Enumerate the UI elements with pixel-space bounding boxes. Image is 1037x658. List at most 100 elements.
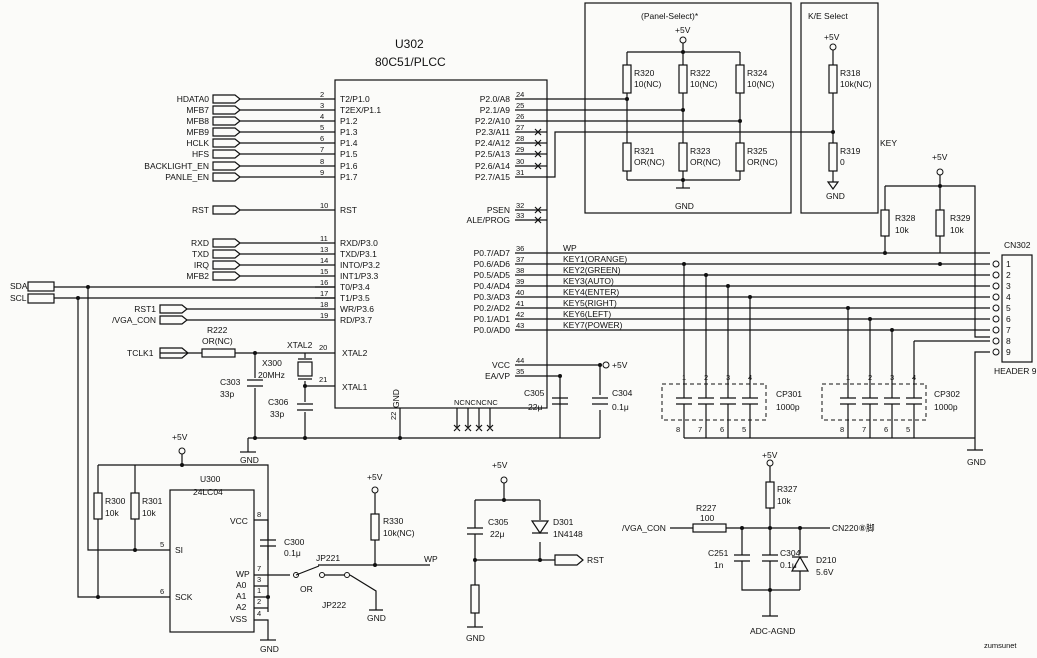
cn302-pin: [992, 315, 1000, 323]
u302-right-pin-number: 42: [516, 310, 524, 319]
signal-tag: [212, 105, 241, 115]
u302-right-pin-number: 31: [516, 168, 524, 177]
pin20: 20: [319, 343, 327, 352]
c305a-ref: C305: [524, 388, 545, 398]
signal-tag-label: IRQ: [194, 260, 210, 270]
cn302-pin-number: 4: [1006, 292, 1011, 302]
u302-pin-name: T2EX/P1.1: [340, 105, 381, 115]
cn302-type: HEADER 9: [994, 366, 1037, 376]
key-net-label: KEY4(ENTER): [563, 287, 619, 297]
panel-select-title: (Panel-Select)*: [641, 11, 699, 21]
u302-part: 80C51/PLCC: [375, 55, 446, 69]
signal-tag: [212, 205, 241, 215]
r322-val: 10(NC): [690, 79, 718, 89]
u302-pin-name: P1.4: [340, 138, 358, 148]
u302-pin-name: RXD/P3.0: [340, 238, 378, 248]
u302-right-pin-number: 41: [516, 299, 524, 308]
cp301-pin-top: 4: [748, 373, 752, 382]
u302-right-pin-name: P2.5/A13: [475, 149, 510, 159]
signal-tag-label: MFB2: [186, 271, 209, 281]
eeprom-u300: U300 24LC04 SI SCK VCC WP A0 A1 A2 VSS 5…: [93, 432, 305, 654]
pin21: 21: [319, 375, 327, 384]
signal-tag: [159, 304, 188, 314]
u302-pin-number: 14: [320, 256, 328, 265]
u302-right-pin-name: P0.0/AD0: [474, 325, 511, 335]
c304b-val: 0.1μ: [780, 560, 797, 570]
u300-vcc: VCC: [230, 516, 248, 526]
cp301-val: 1000p: [776, 402, 800, 412]
c304b-ref: C304: [780, 548, 801, 558]
ke-select-block: K/E Select +5V GND R318 10k(NC) R319 0: [800, 2, 879, 214]
cp302-pin-bottom: 5: [906, 425, 910, 434]
signal-tag-label: HFS: [192, 149, 209, 159]
u302-right-pin-name: P2.4/A12: [475, 138, 510, 148]
cp302-val: 1000p: [934, 402, 958, 412]
c300-val: 0.1μ: [284, 548, 301, 558]
u302-right-pin-number: 29: [516, 145, 524, 154]
r323-ref: R323: [690, 146, 711, 156]
nc-cross: [534, 206, 542, 214]
r222: [201, 348, 236, 358]
u302-pin-name: P1.7: [340, 172, 358, 182]
r324-ref: R324: [747, 68, 768, 78]
cp302-pin-bottom: 6: [884, 425, 888, 434]
key-net-label: KEY1(ORANGE): [563, 254, 627, 264]
u302-pin-name: INT1/P3.3: [340, 271, 379, 281]
u302-nc-pins: NC NC NC NC: [453, 398, 498, 432]
c251-ref: C251: [708, 548, 729, 558]
nc-label-4: NC: [487, 398, 498, 407]
signal-tag: [212, 172, 241, 182]
signal-tag: [159, 315, 188, 325]
r318-val: 10k(NC): [840, 79, 872, 89]
x300-val: 20MHz: [258, 370, 285, 380]
vga-con-label: /VGA_CON: [622, 523, 666, 533]
u302-pin-number: 19: [320, 311, 328, 320]
u302-right-pin-name: P2.0/A8: [480, 94, 511, 104]
r318-ref: R318: [840, 68, 861, 78]
cn302-pin: [992, 337, 1000, 345]
nc-cross: [534, 216, 542, 224]
u302-pin-number: 5: [320, 123, 324, 132]
u302-pin-name: T1/P3.5: [340, 293, 370, 303]
u302-pin-number: 7: [320, 145, 324, 154]
cn302-pin-number: 8: [1006, 336, 1011, 346]
u300-part: 24LC04: [193, 487, 223, 497]
c306-val: 33p: [270, 409, 284, 419]
u300-a2: A2: [236, 602, 247, 612]
key-net-label: KEY7(POWER): [563, 320, 623, 330]
u302-right-pin-number: 27: [516, 123, 524, 132]
vga-con-circuit: /VGA_CON R227 100 +5V R327 10k CN220⑧脚 C…: [622, 450, 875, 636]
panel-select-frame: [584, 2, 792, 214]
signal-tag: [212, 238, 241, 248]
u302-right-pin-name: P0.2/AD2: [474, 303, 511, 313]
u300-pin2: 2: [257, 597, 261, 606]
r301-ref: R301: [142, 496, 163, 506]
cp302-pin-top: 1: [846, 373, 850, 382]
u302-pin-number: 9: [320, 168, 324, 177]
nc-label-2: NC: [465, 398, 476, 407]
jp-gnd: GND: [367, 613, 386, 623]
u300-vss: VSS: [230, 614, 247, 624]
wp-net-label: WP: [424, 554, 438, 564]
u302-right-pin-name: P0.1/AD1: [474, 314, 511, 324]
u302-pin-name: RD/P3.7: [340, 315, 372, 325]
u302-right-pin-name: P2.2/A10: [475, 116, 510, 126]
u302-right-pin-name: ALE/PROG: [467, 215, 510, 225]
or-label: OR: [300, 584, 313, 594]
chip-u302: U302 80C51/PLCC GND 22: [334, 37, 548, 420]
cn302-pin-number: 7: [1006, 325, 1011, 335]
xtal1-pin-label: XTAL1: [342, 382, 368, 392]
signal-tag: [212, 271, 241, 281]
cp302-pin-top: 4: [912, 373, 916, 382]
u302-pin-number: 4: [320, 112, 324, 121]
cn302-pin: [992, 293, 1000, 301]
u302-pin-number: 13: [320, 245, 328, 254]
key-bus: WPKEY1(ORANGE)KEY2(GREEN)KEY3(AUTO)KEY4(…: [515, 243, 990, 438]
u302-pin-name: P1.5: [340, 149, 358, 159]
u302-right-pin-number: 44: [516, 356, 524, 365]
u302-right-pin-name: EA/VP: [485, 371, 510, 381]
key-net-label: KEY3(AUTO): [563, 276, 614, 286]
c304a-ref: C304: [612, 388, 633, 398]
u302-right-pins: 24P2.0/A825P2.1/A926P2.2/A1027P2.3/A1128…: [467, 90, 547, 381]
